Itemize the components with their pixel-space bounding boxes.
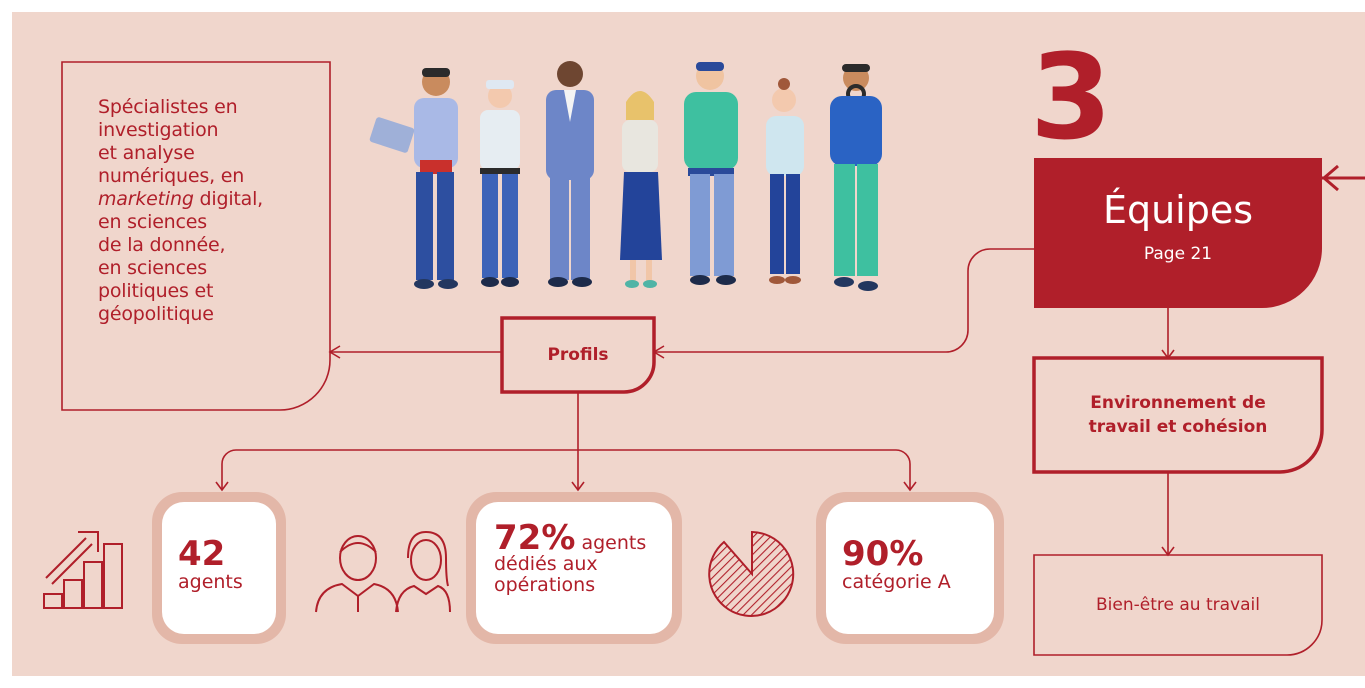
environment-box: Environnement de travail et cohésion [1034, 358, 1322, 472]
specialists-line: investigation [98, 119, 219, 141]
stat-category-value: 90% [842, 534, 924, 574]
stat-card-agents: 42 agents [152, 492, 286, 644]
specialists-line: en sciences [98, 211, 207, 233]
environment-line: Environnement de [1090, 393, 1266, 413]
person-illustration [684, 62, 738, 285]
stat-agents-label: agents [178, 571, 243, 593]
stat-operations-label: agents [581, 532, 647, 554]
specialists-text: Spécialistes en investigation et analyse… [98, 96, 318, 326]
growth-chart-icon [43, 531, 123, 609]
section-number: 3 [1030, 28, 1112, 166]
specialists-line: en sciences [98, 257, 207, 279]
stat-agents-value: 42 [178, 534, 226, 574]
environment-line: travail et cohésion [1088, 417, 1268, 437]
specialists-line: politiques et [98, 280, 214, 302]
specialists-line: de la donnée, [98, 234, 226, 256]
equipes-title: Équipes [1102, 188, 1254, 232]
person-illustration [369, 68, 458, 289]
stat-operations-label: opérations [494, 574, 596, 596]
person-illustration [620, 91, 662, 288]
specialists-line: et analyse [98, 142, 195, 164]
person-illustration [480, 80, 520, 287]
equipes-box[interactable]: Équipes Page 21 [1034, 158, 1322, 308]
specialists-line: marketing digital, [98, 188, 318, 211]
wellbeing-box: Bien-être au travail [1096, 595, 1260, 615]
person-illustration [830, 64, 882, 291]
specialists-line: Spécialistes en [98, 96, 238, 118]
person-illustration [546, 61, 594, 287]
marketing-emphasis: marketing [98, 188, 194, 210]
stat-operations-label: dédiés aux [494, 553, 598, 575]
stat-card-operations: 72% agents dédiés aux opérations [466, 492, 682, 644]
specialists-line: numériques, en [98, 165, 245, 187]
equipes-page-ref: Page 21 [1143, 244, 1213, 264]
stat-card-category: 90% catégorie A [816, 492, 1004, 644]
stat-operations-value: 72% [494, 518, 576, 558]
profils-box: Profils [547, 345, 609, 365]
person-illustration [766, 78, 804, 284]
stat-category-label: catégorie A [842, 571, 951, 593]
specialists-line: géopolitique [98, 303, 214, 325]
pie-chart-icon [708, 530, 795, 617]
team-illustration [369, 61, 882, 291]
people-icon [315, 530, 451, 613]
specialists-line-rest: digital, [193, 188, 264, 210]
